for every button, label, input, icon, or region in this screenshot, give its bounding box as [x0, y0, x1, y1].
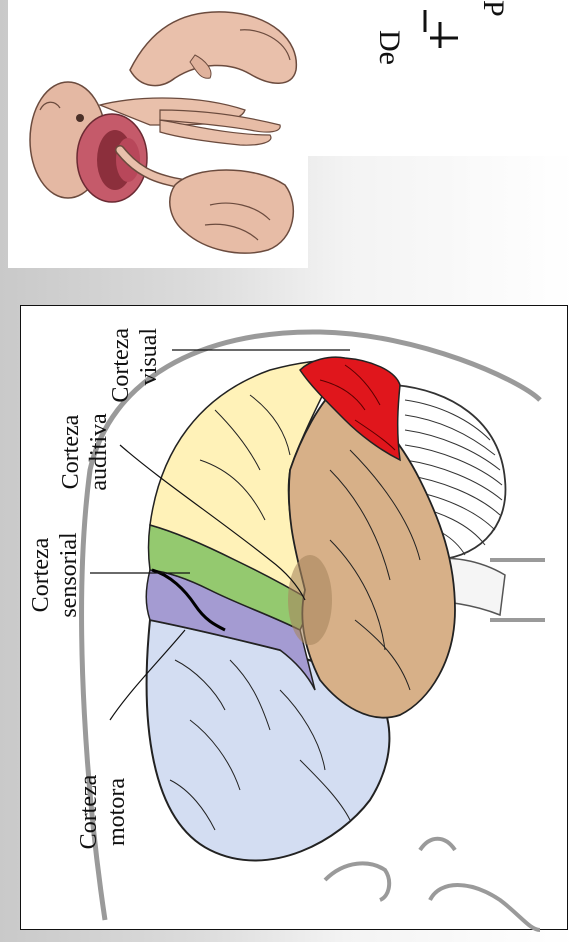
label-sensorial-line1: Corteza [28, 537, 54, 612]
label-visual-line2: visual [136, 328, 162, 386]
face-outline [325, 839, 540, 930]
label-corteza-sensorial: Corteza sensorial [28, 532, 82, 618]
label-corteza-auditiva: Corteza auditiva [58, 413, 112, 491]
label-auditiva-line1: Corteza [58, 414, 84, 489]
label-motora-line2: motora [104, 778, 130, 846]
label-auditiva-line2: auditiva [86, 413, 112, 491]
label-corteza-motora: Corteza motora [76, 774, 130, 849]
temporal-shadow [288, 555, 332, 645]
label-motora-line1: Corteza [76, 774, 102, 849]
label-visual-line1: Corteza [108, 328, 134, 403]
label-sensorial-line2: sensorial [56, 532, 82, 618]
